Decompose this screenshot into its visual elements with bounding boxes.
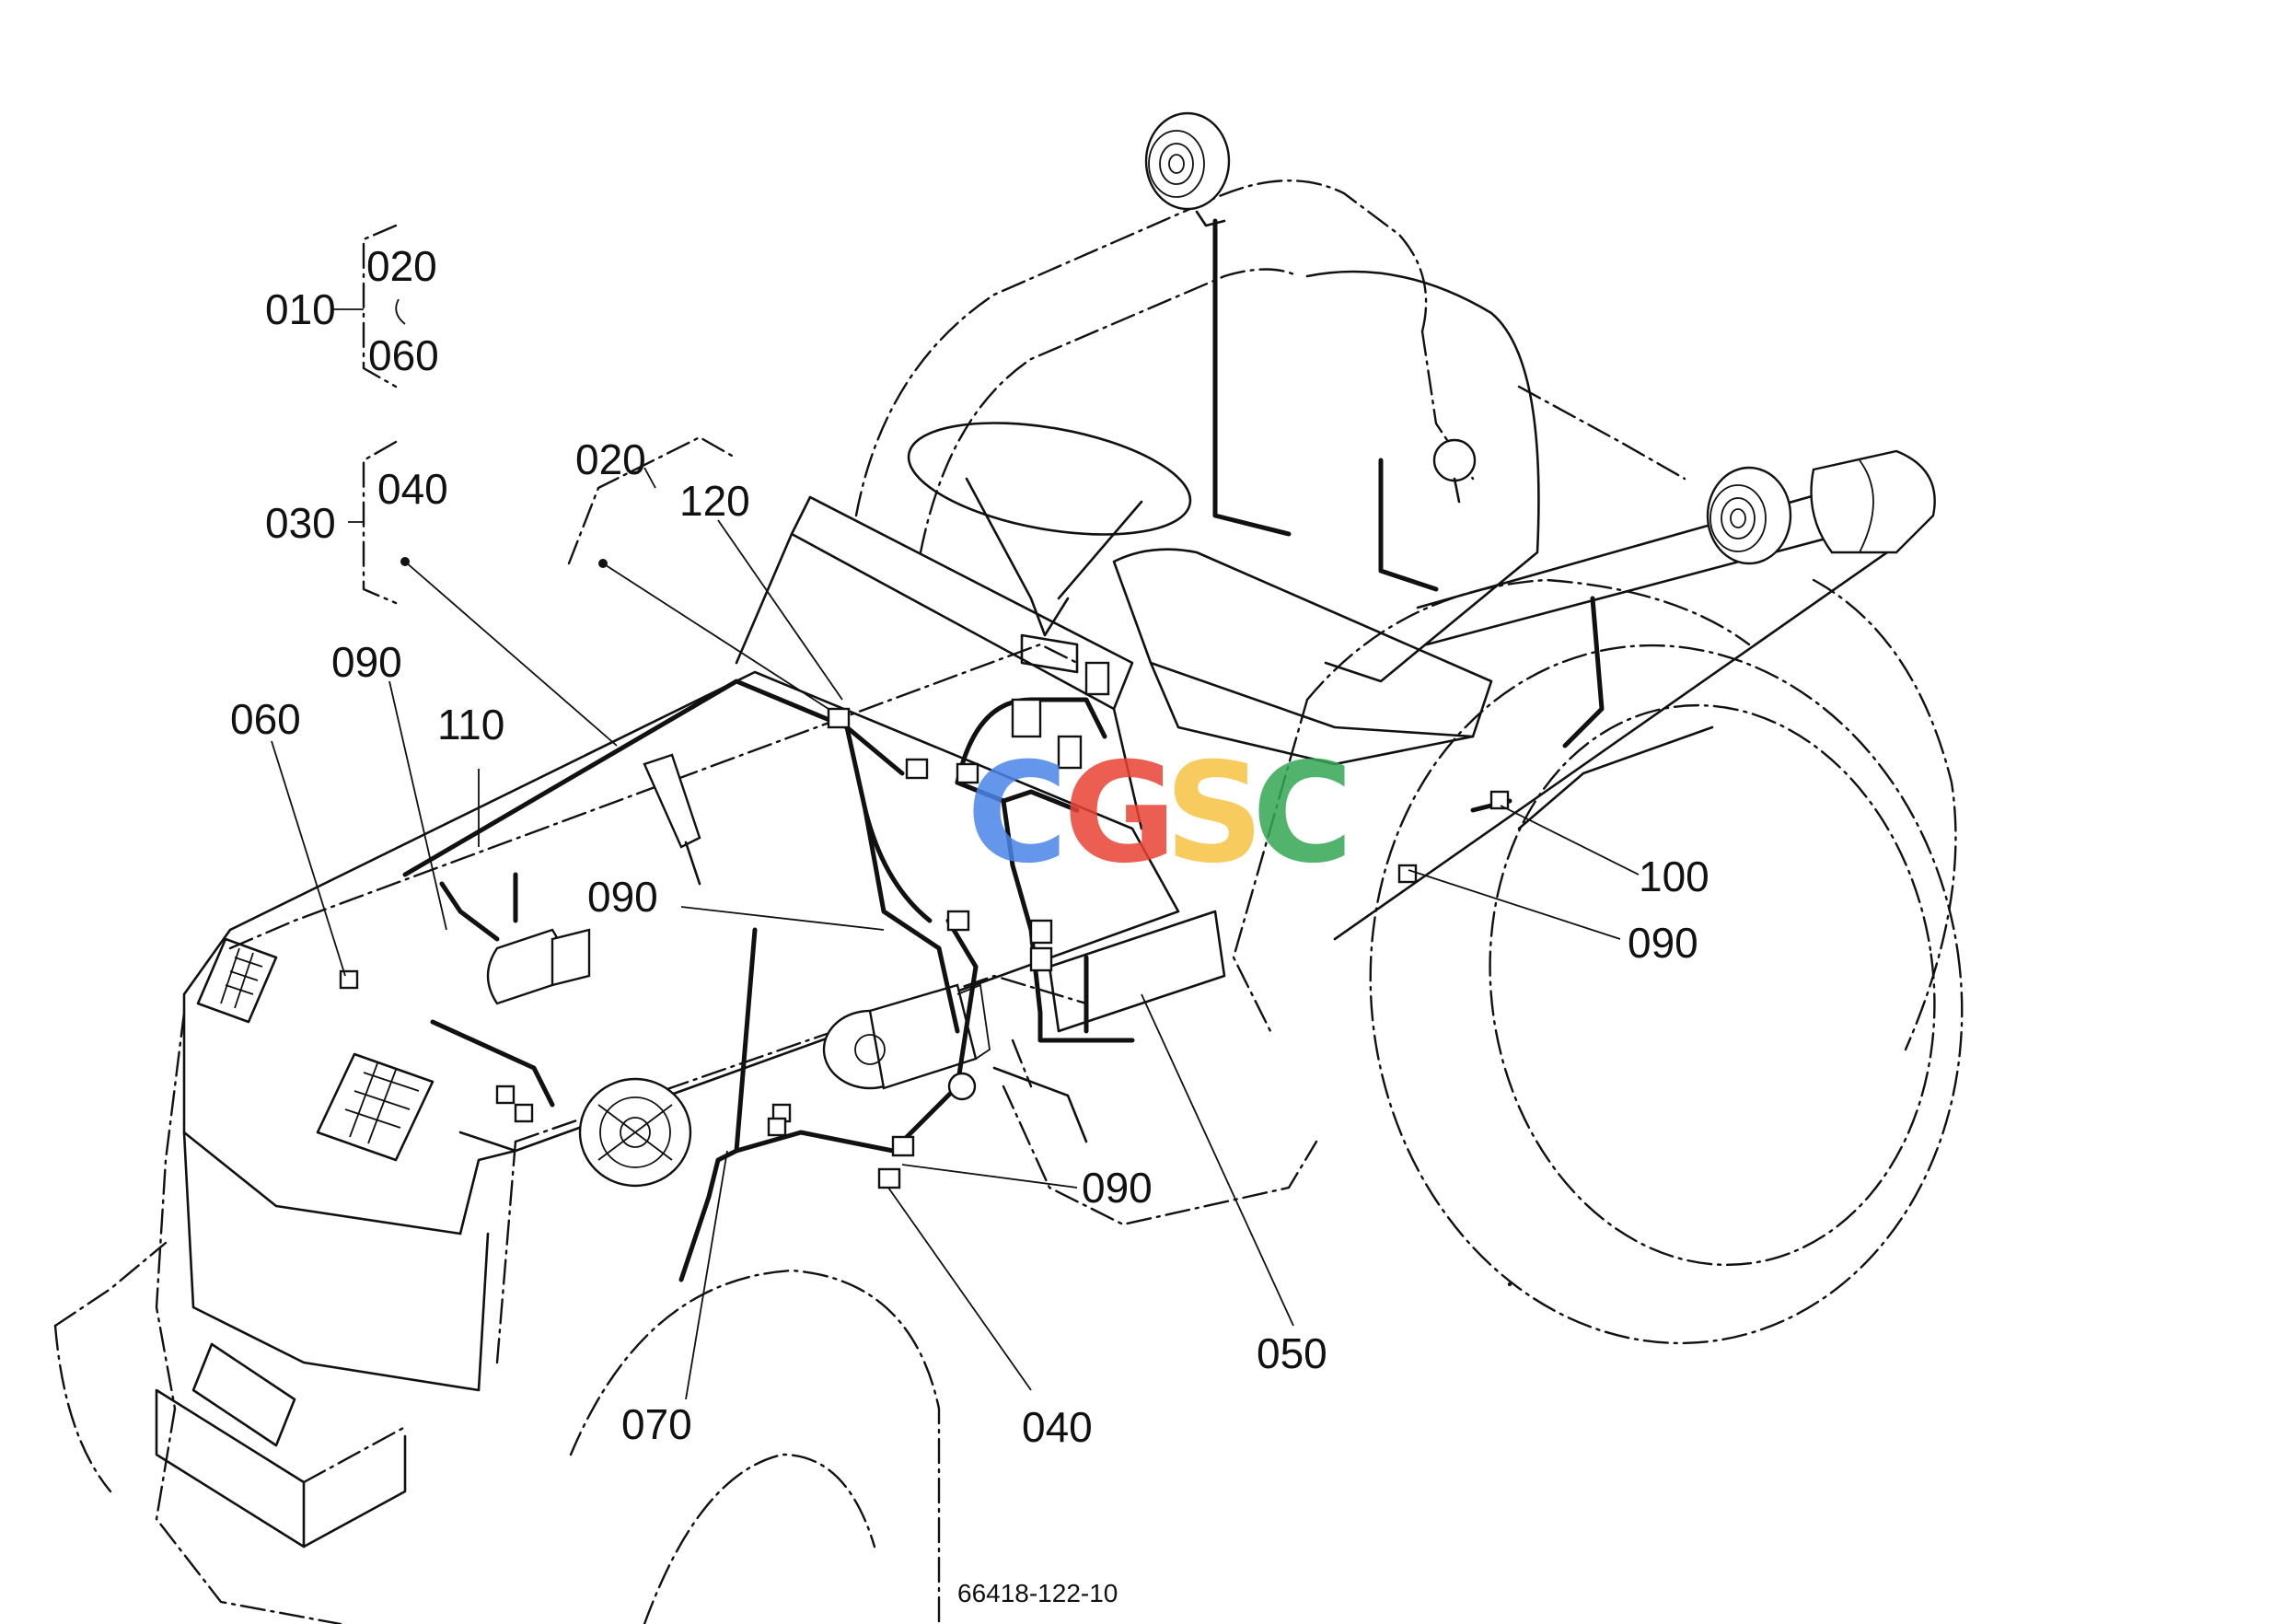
- watermark-letter-2: G: [1063, 734, 1176, 894]
- rear-fender-panel: [1333, 486, 1889, 941]
- leader-lines: [271, 519, 1640, 1400]
- fuel-sender: [1432, 438, 1477, 504]
- oil-switch: [486, 928, 591, 1005]
- label-060: 060: [230, 695, 301, 743]
- group-bracket-020: [567, 435, 734, 565]
- label-020: 020: [575, 435, 646, 483]
- label-090-bottom: 090: [1082, 1164, 1153, 1212]
- label-070: 070: [621, 1400, 692, 1448]
- label-090-top: 090: [331, 638, 402, 686]
- drawing-number: 66418-122-10: [957, 1579, 1118, 1607]
- label-040: 040: [1022, 1403, 1093, 1451]
- watermark-letter-1: C: [967, 734, 1068, 894]
- wire-harness: [402, 218, 1605, 1282]
- label-010: 010: [265, 285, 336, 333]
- label-110: 110: [437, 701, 504, 748]
- watermark-letter-3: S: [1165, 734, 1264, 894]
- watermark-logo: C G S C: [967, 734, 1353, 894]
- group-bracket-030: [348, 440, 398, 605]
- beacon-lamp-right: [1706, 466, 1792, 565]
- label-090-mid: 090: [587, 873, 658, 921]
- label-010-to: 060: [368, 331, 439, 379]
- label-050: 050: [1257, 1329, 1327, 1377]
- alternator: [578, 1077, 692, 1188]
- watermark-letter-4: C: [1252, 734, 1353, 894]
- group-bracket-010: [333, 224, 406, 389]
- harness-connectors: [339, 661, 1512, 1287]
- label-090-right: 090: [1628, 919, 1698, 967]
- hood-and-panel: [155, 495, 1226, 1549]
- steering-wheel: [907, 422, 1192, 674]
- operator-seat: [1112, 270, 1540, 766]
- label-010-from: 020: [366, 242, 437, 290]
- label-030-member: 040: [377, 465, 448, 513]
- work-lamp: [1810, 449, 1936, 554]
- label-100: 100: [1639, 853, 1709, 900]
- starter-motor: [822, 983, 991, 1090]
- beacon-lamp-left: [1144, 111, 1231, 227]
- label-120: 120: [679, 477, 750, 525]
- label-030: 030: [265, 499, 336, 547]
- glow-plug: [643, 753, 701, 886]
